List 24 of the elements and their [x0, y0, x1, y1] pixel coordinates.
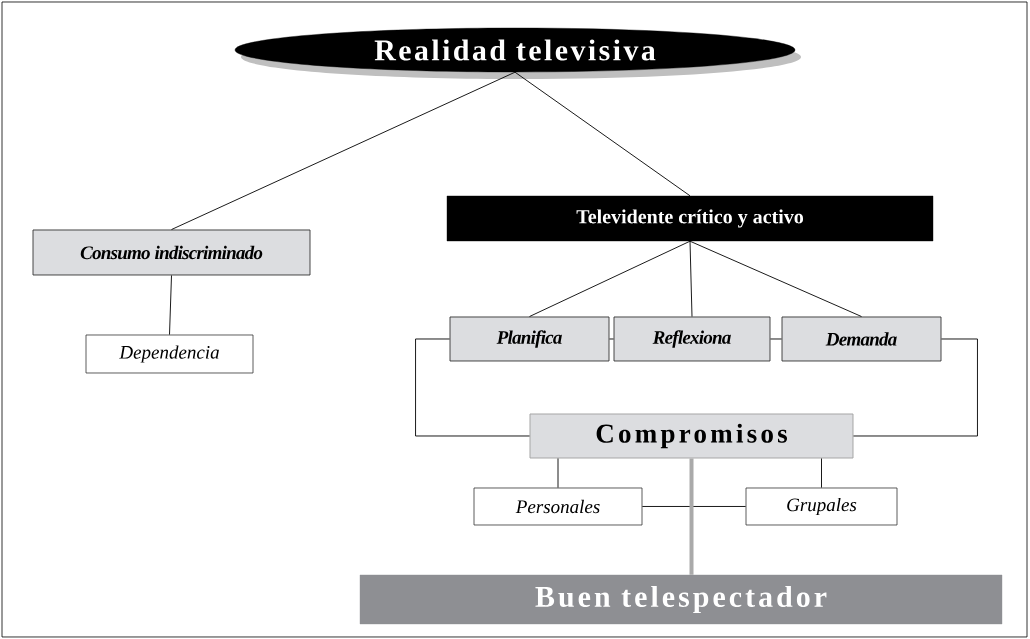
- connector: [169, 275, 172, 336]
- connector: [641, 506, 747, 507]
- concept-box: Demanda: [781, 316, 942, 362]
- connector: [689, 240, 693, 317]
- connector: [689, 458, 694, 575]
- connector: [689, 240, 862, 317]
- concept-box: Consumo indiscriminado: [32, 229, 311, 276]
- concept-box: Planifica: [449, 316, 610, 362]
- connector: [853, 338, 978, 437]
- concept-box: Dependencia: [85, 334, 254, 374]
- connector: [821, 458, 822, 489]
- connector: [770, 338, 782, 340]
- concept-box: Compromisos: [529, 413, 854, 459]
- connector: [415, 338, 530, 437]
- concept-box: Televidente crítico y activo: [446, 195, 934, 242]
- connector: [514, 71, 691, 197]
- result-band: Buen telespectador: [359, 574, 1003, 625]
- concept-box: Personales: [473, 487, 643, 526]
- concept-box: Reflexiona: [613, 316, 771, 362]
- connector: [171, 71, 516, 230]
- connector: [609, 338, 614, 340]
- concept-box: Grupales: [745, 487, 898, 526]
- connector: [529, 240, 691, 317]
- connector: [557, 458, 559, 489]
